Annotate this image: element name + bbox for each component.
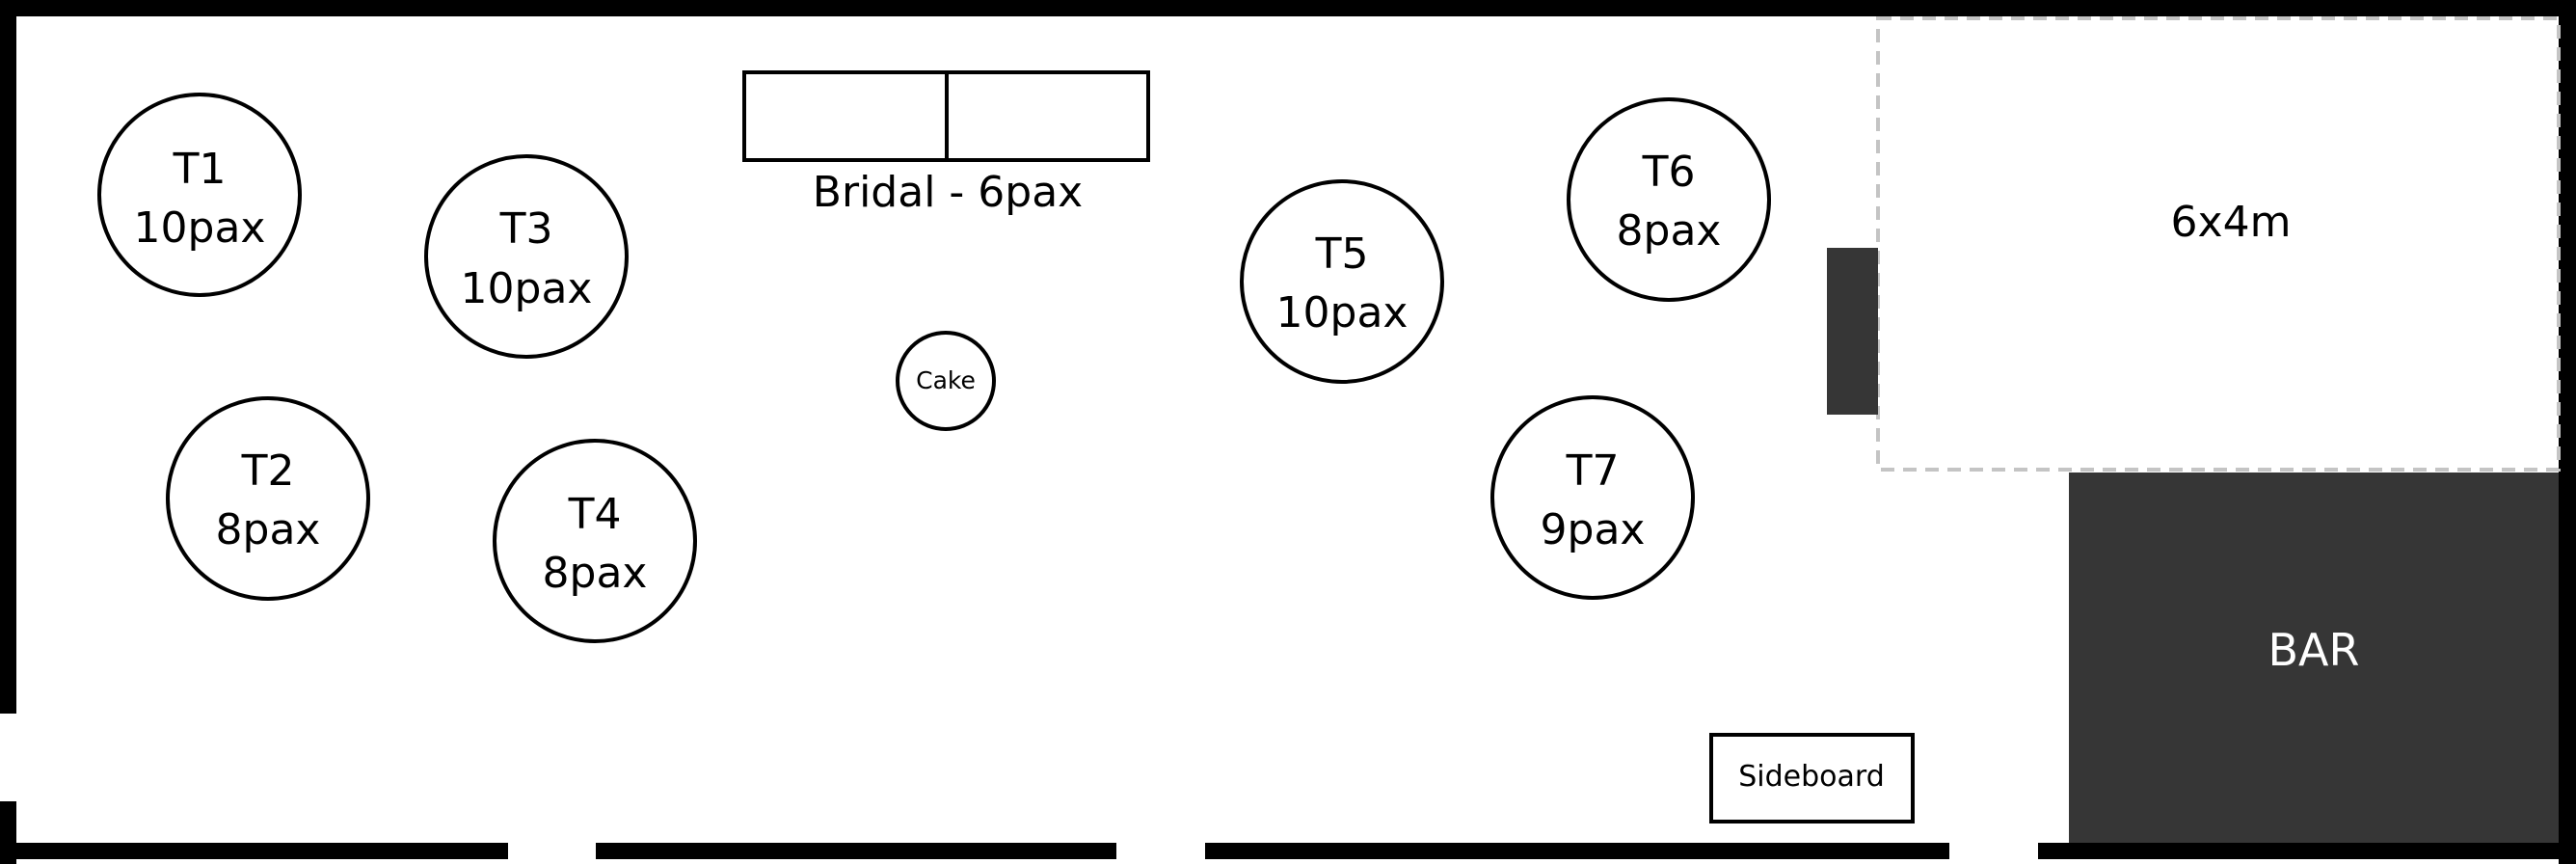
table-t6: T6 8pax [1567,97,1771,302]
wall-bottom-2 [596,843,1116,859]
bridal-table-label: Bridal - 6pax [813,168,1083,217]
table-t5: T5 10pax [1240,179,1444,384]
table-name: T2 [241,446,295,496]
dance-floor [1876,16,2561,472]
table-name: T5 [1315,230,1369,279]
table-t7: T7 9pax [1490,395,1695,600]
table-capacity: 8pax [216,505,321,554]
table-name: T6 [1642,148,1696,197]
dj-booth [1827,248,1878,415]
table-capacity: 10pax [134,203,266,253]
bar [2069,472,2559,843]
table-capacity: 10pax [1276,288,1409,338]
table-name: T1 [173,145,227,194]
table-capacity: 8pax [1617,206,1722,256]
wall-left-upper [0,0,16,714]
bar-label: BAR [2268,624,2360,676]
dance-floor-label: 6x4m [2171,198,2292,247]
table-capacity: 10pax [461,264,593,313]
table-t3: T3 10pax [424,154,629,359]
table-t4: T4 8pax [493,439,697,643]
table-circle [1490,395,1695,600]
table-capacity: 9pax [1541,505,1646,554]
wall-bottom-4 [2038,843,2576,859]
table-capacity: 8pax [543,549,648,598]
cake-table [896,331,996,431]
table-name: T4 [568,490,622,539]
table-name: T7 [1566,446,1620,496]
table-circle [166,396,370,601]
cake-table-label: Cake [916,366,976,394]
table-circle [1567,97,1771,302]
table-circle [424,154,629,359]
sideboard-label: Sideboard [1738,760,1885,794]
wall-bottom-3 [1205,843,1949,859]
table-t1: T1 10pax [97,93,302,297]
table-circle [97,93,302,297]
table-name: T3 [499,204,553,254]
table-circle [493,439,697,643]
wall-top [0,0,2576,16]
bridal-table-right [945,70,1150,162]
bridal-table-left [742,70,949,162]
table-t2: T2 8pax [166,396,370,601]
table-circle [1240,179,1444,384]
sideboard [1709,733,1915,824]
wall-bottom-1 [0,843,508,859]
wall-right [2559,0,2576,864]
